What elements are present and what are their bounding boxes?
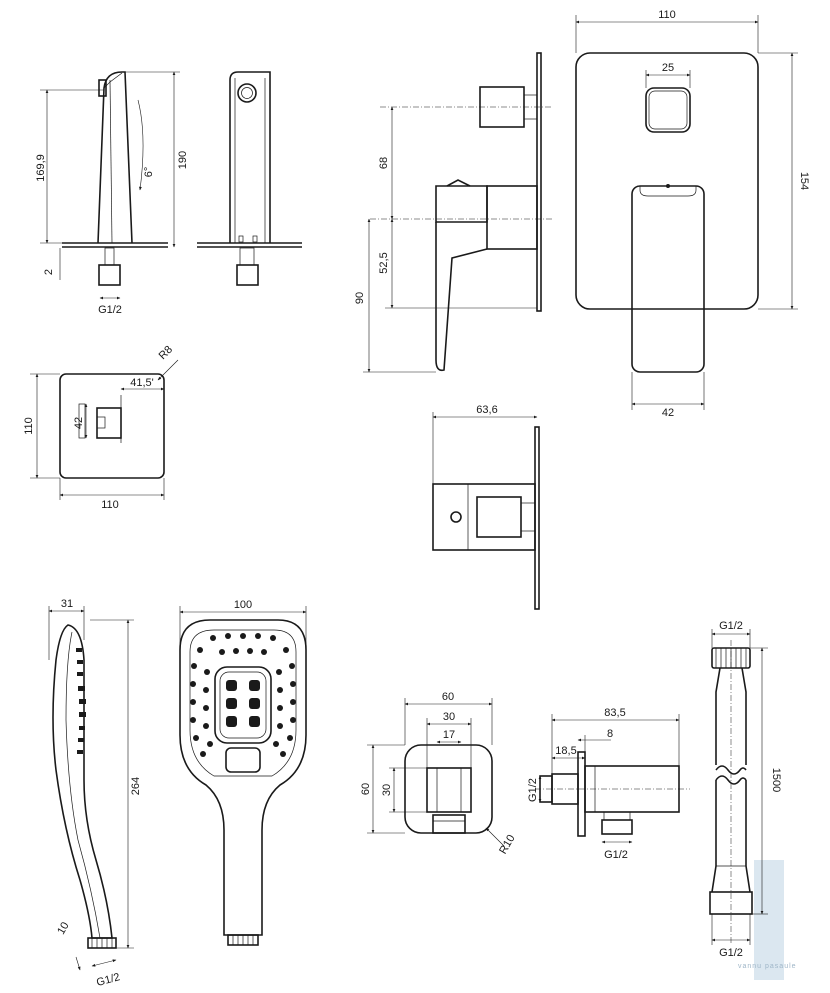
dim-shower-thread: G1/2 <box>95 971 121 989</box>
dim-shower-length: 264 <box>130 777 142 795</box>
mixer-front-view <box>575 15 798 410</box>
dim-mixer-button: 25 <box>662 62 674 74</box>
dim-spout-base: 2 <box>43 269 55 275</box>
watermark-text: vannu pasaule <box>738 963 797 970</box>
dim-outlet-radius: R10 <box>497 833 517 856</box>
dim-shower-width: 100 <box>234 599 252 611</box>
dim-hose-thread-bottom: G1/2 <box>719 947 743 959</box>
nozzle-row <box>76 648 86 754</box>
wall-outlet-side-view <box>535 714 690 844</box>
dim-hose-thread-top: G1/2 <box>719 620 743 632</box>
dim-spout-thread: G1/2 <box>98 304 122 316</box>
dim-plate-radius: R8 <box>157 344 175 362</box>
dim-spout-169-9: 169,9 <box>35 154 47 182</box>
watermark-bar <box>754 860 784 980</box>
dim-hose-length: 1500 <box>770 768 782 792</box>
dim-mixer-height: 154 <box>798 172 810 190</box>
dim-plate-offset: 41,5' <box>130 377 154 389</box>
dim-mixer-68: 68 <box>378 157 390 169</box>
hand-shower-front-view <box>179 606 307 946</box>
hose-view <box>709 629 784 980</box>
dim-outlet-thread-bottom: G1/2 <box>604 849 628 861</box>
dim-mixer-width: 110 <box>658 9 676 21</box>
mixer-side-view <box>363 52 552 373</box>
dim-shower-tip: 10 <box>55 920 72 937</box>
dim-mixer-lever: 42 <box>662 407 674 419</box>
wall-outlet-front-view <box>367 698 505 847</box>
dim-outlet-height: 60 <box>360 783 372 795</box>
dim-mixer-52-5: 52,5 <box>378 252 390 273</box>
mixer-top-view <box>432 412 540 610</box>
dim-outlet-inner: 30 <box>443 711 455 723</box>
dim-mixer-depth: 63,6 <box>476 404 497 416</box>
dim-spout-angle: 6° <box>143 167 155 178</box>
dim-outlet-length: 83,5 <box>604 707 625 719</box>
spout-plate-view <box>30 359 179 500</box>
hand-shower-side-view <box>48 606 134 971</box>
dim-outlet-port: 17 <box>443 729 455 741</box>
dim-shower-depth: 31 <box>61 598 73 610</box>
dim-outlet-height-inner: 30 <box>381 784 393 796</box>
spout-front-view <box>197 71 302 286</box>
dim-plate-slot: 42 <box>73 417 85 429</box>
spout-side-view <box>40 71 180 300</box>
dim-plate-height: 110 <box>23 417 35 435</box>
dim-outlet-thread-left: G1/2 <box>527 778 539 802</box>
center-nozzles <box>226 680 260 727</box>
dim-mixer-90: 90 <box>354 292 366 304</box>
dim-spout-190: 190 <box>177 151 189 169</box>
dim-outlet-a: 8 <box>607 728 613 740</box>
outer-nozzles <box>190 633 296 757</box>
dim-outlet-b: 18,5 <box>555 745 576 757</box>
dim-plate-width: 110 <box>101 499 119 511</box>
dim-outlet-width: 60 <box>442 691 454 703</box>
